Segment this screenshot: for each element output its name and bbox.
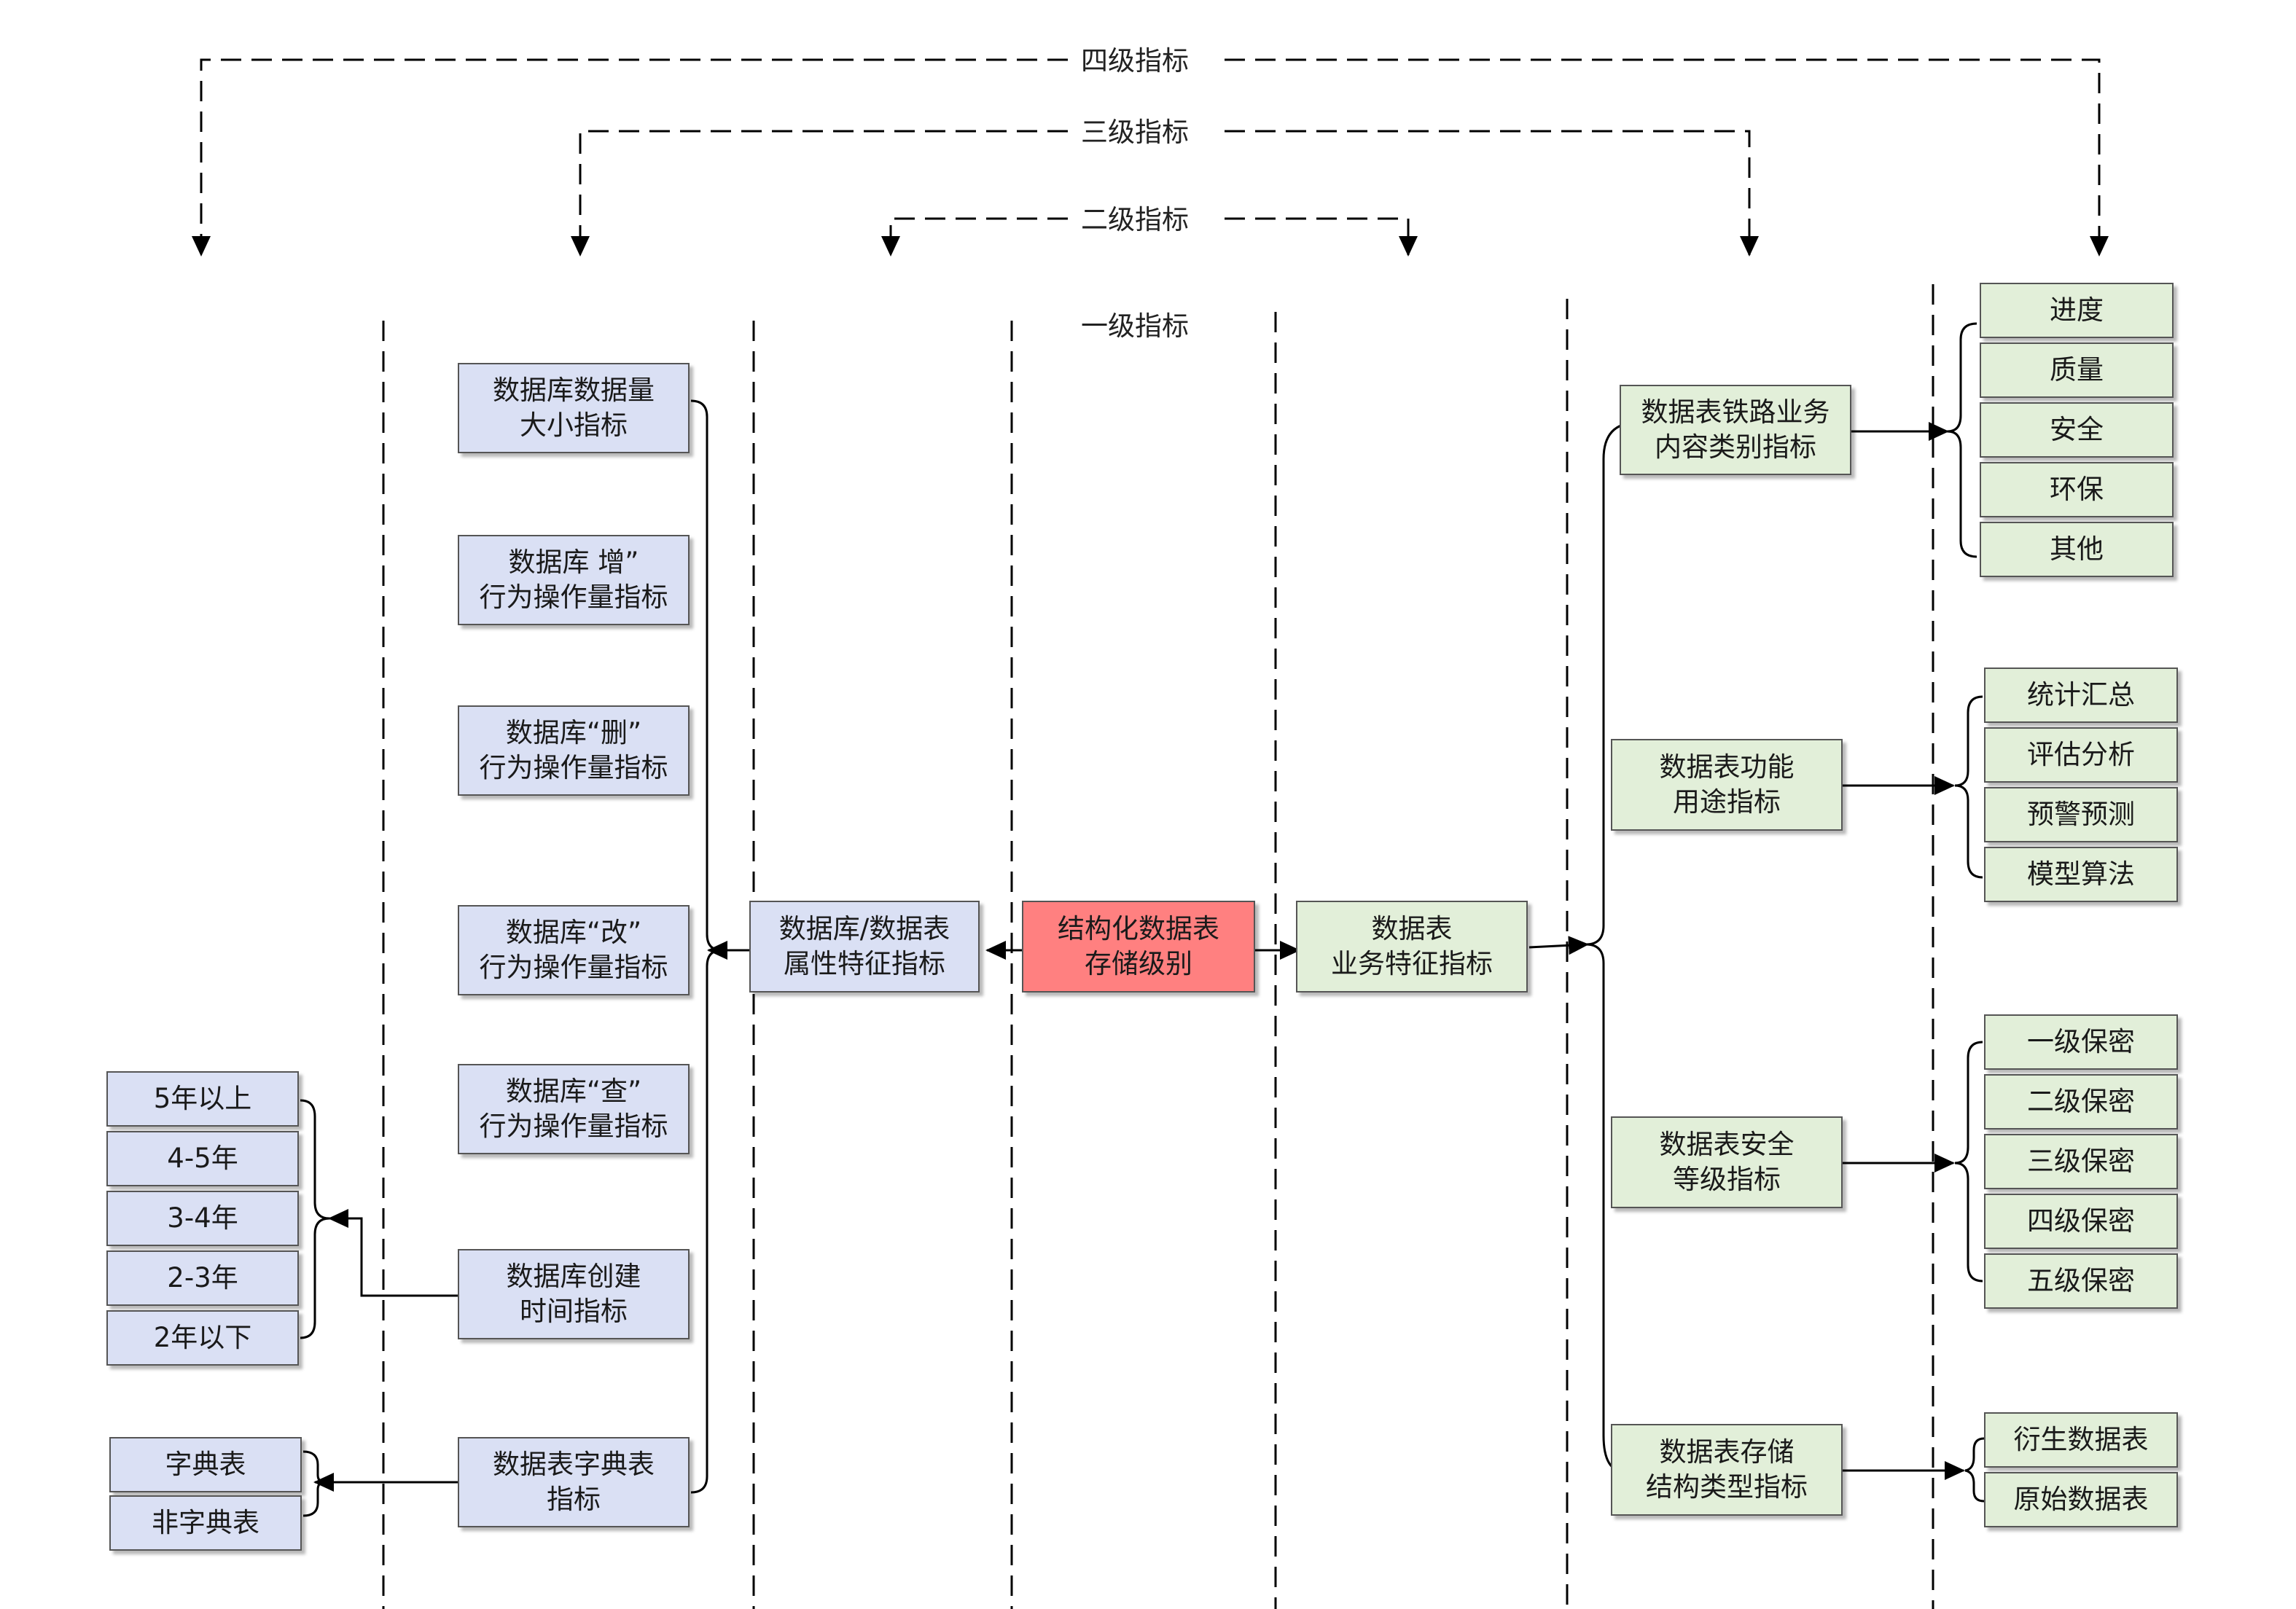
- connectors: [300, 322, 1985, 1517]
- right-indicator-storage-structure: 数据表存储 结构类型指标: [1611, 1424, 1843, 1516]
- level2-label: 二级指标: [1068, 197, 1202, 237]
- left-indicator-insert-ops: 数据库 增” 行为操作量指标: [458, 535, 690, 625]
- left-indicator-data-volume: 数据库数据量 大小指标: [458, 363, 690, 453]
- left-indicator-delete-ops: 数据库“删” 行为操作量指标: [458, 705, 690, 796]
- time-range-item: 2年以下: [106, 1310, 299, 1366]
- business-feature-box: 数据表 业务特征指标: [1296, 901, 1528, 993]
- function-use-item: 统计汇总: [1984, 668, 2178, 723]
- left-indicator-dictionary-table: 数据表字典表 指标: [458, 1437, 690, 1527]
- security-level-item: 三级保密: [1984, 1134, 2178, 1189]
- column-dividers: [382, 284, 1934, 1609]
- left-indicator-update-ops: 数据库“改” 行为操作量指标: [458, 905, 690, 995]
- level3-label: 三级指标: [1068, 110, 1202, 149]
- function-use-item: 模型算法: [1984, 847, 2178, 902]
- level1-label: 一级指标: [1068, 304, 1202, 343]
- security-level-item: 五级保密: [1984, 1253, 2178, 1309]
- time-range-item: 4-5年: [106, 1131, 299, 1186]
- content-category-item: 环保: [1980, 462, 2174, 517]
- function-use-item: 评估分析: [1984, 727, 2178, 783]
- left-indicator-creation-time: 数据库创建 时间指标: [458, 1249, 690, 1339]
- security-level-item: 一级保密: [1984, 1014, 2178, 1070]
- content-category-item: 质量: [1980, 342, 2174, 398]
- level-brackets: [192, 58, 2109, 257]
- root-storage-level-box: 结构化数据表 存储级别: [1022, 901, 1255, 993]
- dict-type-item: 字典表: [109, 1437, 302, 1492]
- security-level-item: 四级保密: [1984, 1194, 2178, 1249]
- attribute-feature-box: 数据库/数据表 属性特征指标: [749, 901, 980, 993]
- right-indicator-function-use: 数据表功能 用途指标: [1611, 739, 1843, 831]
- time-range-item: 2-3年: [106, 1250, 299, 1306]
- storage-type-item: 原始数据表: [1984, 1472, 2178, 1527]
- time-range-item: 5年以上: [106, 1071, 299, 1127]
- content-category-item: 安全: [1980, 402, 2174, 458]
- left-indicator-query-ops: 数据库“查” 行为操作量指标: [458, 1064, 690, 1154]
- content-category-item: 其他: [1980, 522, 2174, 577]
- content-category-item: 进度: [1980, 283, 2174, 338]
- function-use-item: 预警预测: [1984, 787, 2178, 842]
- security-level-item: 二级保密: [1984, 1074, 2178, 1130]
- dict-type-item: 非字典表: [109, 1495, 302, 1551]
- storage-type-item: 衍生数据表: [1984, 1412, 2178, 1468]
- right-indicator-security-level: 数据表安全 等级指标: [1611, 1116, 1843, 1208]
- right-indicator-content-category: 数据表铁路业务 内容类别指标: [1620, 385, 1851, 475]
- level4-label: 四级指标: [1068, 39, 1202, 78]
- time-range-item: 3-4年: [106, 1191, 299, 1246]
